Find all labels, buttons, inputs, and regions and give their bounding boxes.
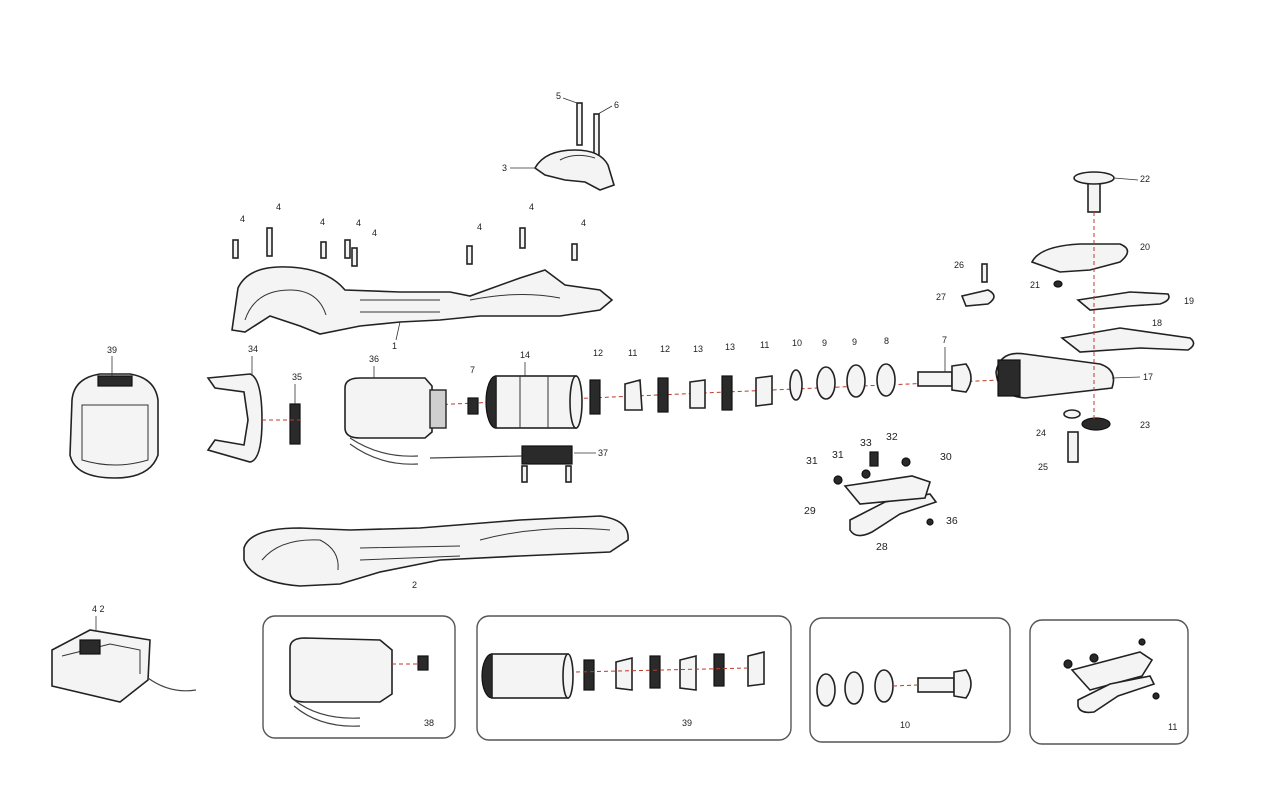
- battery-pack: [69, 373, 159, 479]
- head-assembly: 22 20 19 18 17 23 24 25 26 27 21: [936, 171, 1195, 472]
- callout-28: 28: [876, 541, 888, 553]
- motor: [344, 377, 433, 439]
- battery-assembly: 39 34 35: [69, 344, 302, 479]
- terminal-bracket: [206, 373, 263, 463]
- top-cover-assembly: 5 6 3: [502, 91, 619, 191]
- callout-29: 29: [804, 505, 816, 517]
- callout-33: 33: [860, 437, 872, 449]
- callout-1: 1: [392, 341, 397, 351]
- bearing-set: 10 9 9 8: [789, 336, 896, 401]
- callout-19: 19: [1184, 296, 1194, 306]
- callout-32: 32: [886, 431, 898, 443]
- output-spindle: 7: [917, 335, 972, 393]
- callout-6: 6: [614, 100, 619, 110]
- callout-10: 10: [792, 338, 802, 348]
- inset-motor: 38: [262, 615, 456, 739]
- callout-14: 14: [520, 350, 530, 360]
- inset-trigger-label: 11: [1168, 722, 1177, 732]
- gear-housing: 14: [485, 350, 583, 429]
- callout-4h: 4: [581, 218, 586, 228]
- bolt-25: [1067, 431, 1079, 463]
- screw-6: [593, 113, 600, 157]
- planetary-stages: 12 11 12 13 13 11: [589, 340, 773, 415]
- motor-assembly: 36 7: [344, 354, 479, 465]
- callout-11b: 11: [760, 340, 769, 350]
- callout-11: 11: [628, 348, 637, 358]
- callout-18: 18: [1152, 318, 1162, 328]
- callout-4b: 4: [276, 202, 281, 212]
- callout-8: 8: [884, 336, 889, 346]
- callout-4a: 4: [240, 214, 245, 224]
- callout-35: 35: [292, 372, 302, 382]
- top-cover: [533, 149, 615, 191]
- callout-24: 24: [1036, 428, 1046, 438]
- switch-board: 37: [429, 445, 608, 483]
- link-27: [960, 289, 995, 307]
- inset-trigger: 11: [1029, 619, 1189, 745]
- callout-2: 2: [412, 580, 417, 590]
- callout-12b: 12: [660, 344, 670, 354]
- callout-5: 5: [556, 91, 561, 101]
- callout-36: 36: [369, 354, 379, 364]
- callout-20: 20: [1140, 242, 1150, 252]
- charger: 4 2: [51, 604, 197, 703]
- callout-9b: 9: [852, 337, 857, 347]
- callout-27: 27: [936, 292, 946, 302]
- callout-17: 17: [1143, 372, 1153, 382]
- inset-spindle: 10: [809, 617, 1011, 743]
- callout-21: 21: [1030, 280, 1040, 290]
- pinion-gear: [467, 397, 479, 415]
- pcb-35: [289, 403, 301, 445]
- callout-4d: 4: [356, 218, 361, 228]
- callout-26: 26: [954, 260, 964, 270]
- callout-34: 34: [248, 344, 258, 354]
- inset-motor-label: 38: [424, 718, 434, 728]
- callout-13b: 13: [725, 342, 735, 352]
- inset-gearbox: 39: [476, 615, 792, 741]
- screw-5: [576, 102, 583, 146]
- trigger-lever-28: [849, 493, 938, 537]
- trigger-assembly: 28 29 30 31 31 32 33 36: [804, 431, 958, 553]
- callout-22: 22: [1140, 174, 1150, 184]
- callout-7b: 7: [942, 335, 947, 345]
- lower-housing: 2: [243, 515, 629, 590]
- callout-39: 39: [107, 345, 117, 355]
- inset-spindle-label: 10: [900, 720, 910, 730]
- callout-4g: 4: [529, 202, 534, 212]
- callout-9: 9: [822, 338, 827, 348]
- callout-4c: 4: [320, 217, 325, 227]
- callout-4e: 4: [372, 228, 377, 238]
- callout-23: 23: [1140, 420, 1150, 430]
- callout-30: 30: [940, 451, 952, 463]
- upper-housing-assembly: 4 4 4 4 4 4 4 4 1: [231, 202, 614, 351]
- callout-12: 12: [593, 348, 603, 358]
- inset-gearbox-label: 39: [682, 718, 692, 728]
- upper-blade-19: [1076, 291, 1170, 311]
- callout-4f: 4: [477, 222, 482, 232]
- callout-31a: 31: [806, 455, 818, 467]
- callout-42: 4 2: [92, 604, 105, 614]
- lower-blade-18: [1060, 327, 1195, 353]
- callout-31b: 31: [832, 449, 844, 461]
- callout-25: 25: [1038, 462, 1048, 472]
- gear-plate-20: [1030, 243, 1129, 273]
- callout-13: 13: [693, 344, 703, 354]
- callout-36b: 36: [946, 515, 958, 527]
- callout-3: 3: [502, 163, 507, 173]
- callout-37: 37: [598, 448, 608, 458]
- housing-screws: [232, 227, 578, 267]
- callout-7: 7: [470, 365, 475, 375]
